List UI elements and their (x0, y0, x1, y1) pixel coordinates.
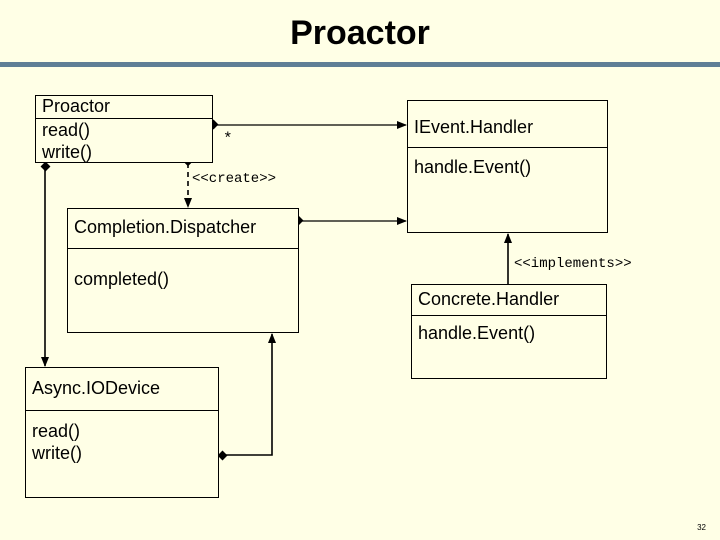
concrete-handler-operations: handle.Event() (412, 316, 606, 344)
ievent-handler-name: IEvent.Handler (408, 101, 607, 148)
proactor-class-operations: read() write() (36, 119, 212, 163)
async-io-device-operations: read() write() (26, 411, 218, 464)
operation: read() (32, 421, 81, 441)
operation: write() (32, 443, 82, 463)
async-io-device-class[interactable]: Async.IODevice read() write() (25, 367, 219, 498)
proactor-class-name: Proactor (36, 96, 212, 119)
device-dispatcher-association (222, 333, 276, 456)
operation: completed() (74, 269, 170, 289)
implements-stereotype-label: <<implements>> (514, 256, 632, 272)
ievent-handler-operations: handle.Event() (408, 148, 607, 178)
proactor-class[interactable]: Proactor read() write() (35, 95, 213, 163)
operation: handle.Event() (418, 323, 536, 343)
completion-dispatcher-name: Completion.Dispatcher (68, 209, 298, 249)
page-title: Proactor (290, 14, 430, 52)
concrete-handler-class[interactable]: Concrete.Handler handle.Event() (411, 284, 607, 379)
operation: handle.Event() (414, 157, 532, 177)
operation: write() (42, 142, 92, 162)
operation: read() (42, 120, 91, 140)
proactor-diamond (40, 161, 51, 172)
completion-dispatcher-operations: completed() (68, 249, 298, 290)
device-diamond (217, 450, 228, 461)
title-underline (0, 62, 720, 67)
concrete-handler-name: Concrete.Handler (412, 285, 606, 316)
ievent-handler-interface[interactable]: IEvent.Handler handle.Event() (407, 100, 608, 233)
async-io-device-name: Async.IODevice (26, 368, 218, 411)
completion-dispatcher-class[interactable]: Completion.Dispatcher completed() (67, 208, 299, 333)
create-stereotype-label: <<create>> (192, 171, 277, 187)
page-number: 32 (697, 523, 706, 532)
multiplicity-label: * (223, 130, 233, 148)
